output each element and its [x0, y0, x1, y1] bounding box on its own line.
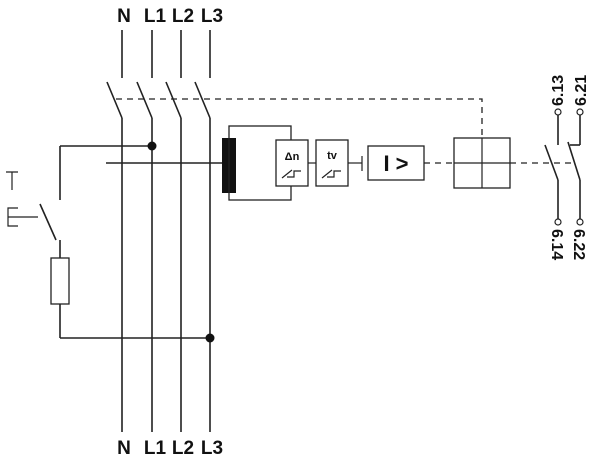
aux-label-6-21: 6.21 [573, 75, 590, 106]
label-top-l1: L1 [144, 6, 167, 27]
tv-label: tv [327, 150, 338, 162]
label-bottom-l2: L2 [172, 438, 194, 459]
aux-label-6-22: 6.22 [570, 229, 587, 260]
delta-n-label: Δn [285, 151, 300, 163]
delay-adjust-icon [321, 169, 341, 179]
test-circuit [39, 145, 210, 339]
amplifier-label: I > [383, 151, 408, 176]
junction-l1 [147, 141, 157, 151]
auxiliary-contacts [544, 108, 584, 226]
sensor-adjust-icon [281, 169, 301, 179]
main-contacts [106, 30, 211, 432]
label-bottom-l1: L1 [144, 438, 167, 459]
trip-amplifier-box [367, 145, 425, 181]
test-button-symbol [6, 171, 38, 227]
label-top-l3: L3 [201, 6, 223, 27]
residual-current-sensor-box [275, 139, 309, 187]
test-resistor [50, 257, 70, 305]
time-delay-box [315, 139, 349, 187]
label-top-n: N [117, 6, 131, 27]
aux-label-6-13: 6.13 [550, 75, 567, 106]
label-bottom-l3: L3 [201, 438, 223, 459]
aux-label-6-14: 6.14 [548, 229, 565, 260]
test-symbol-e: E [12, 221, 13, 223]
label-top-l2: L2 [172, 6, 194, 27]
junction-l3 [205, 333, 215, 343]
mechanical-linkage [116, 98, 483, 138]
label-bottom-n: N [117, 438, 131, 459]
